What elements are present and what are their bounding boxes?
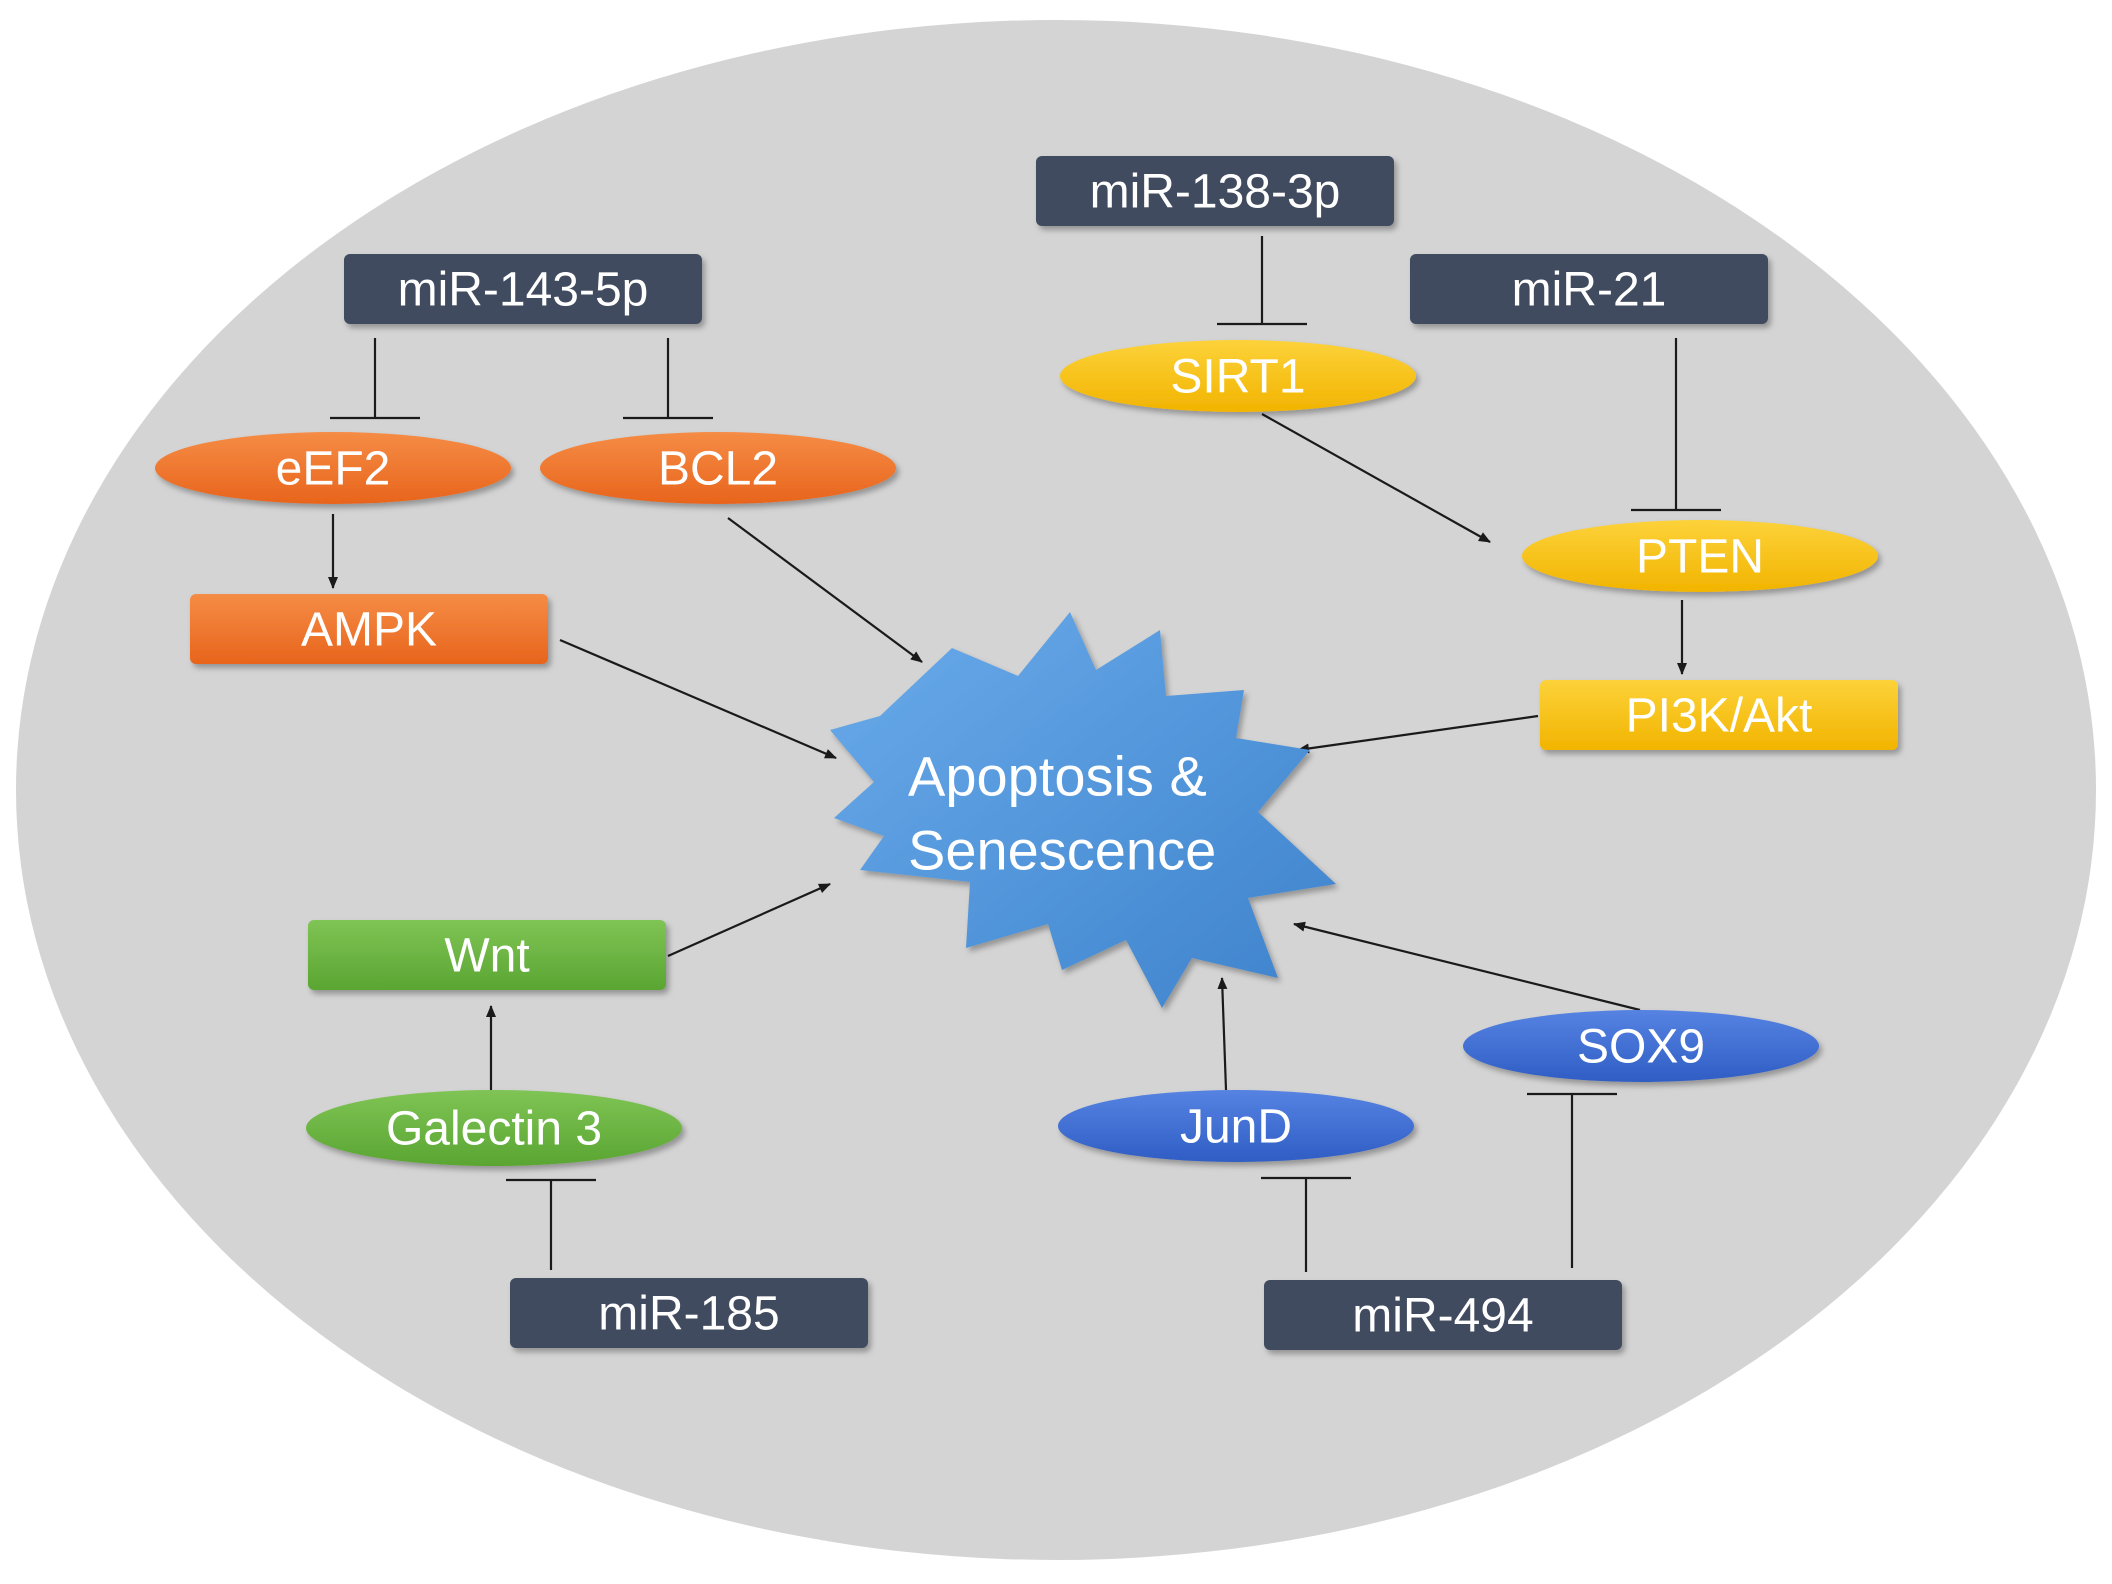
- node-mir-143-5p[interactable]: miR-143-5p: [344, 254, 702, 324]
- node-mir-185-label: miR-185: [598, 1288, 779, 1341]
- node-mir-494[interactable]: miR-494: [1264, 1280, 1622, 1350]
- node-mir-21-label: miR-21: [1512, 264, 1667, 317]
- node-jund[interactable]: JunD: [1058, 1090, 1414, 1162]
- node-galectin-3[interactable]: Galectin 3: [306, 1090, 682, 1166]
- node-pi3k-akt[interactable]: PI3K/Akt: [1540, 680, 1898, 750]
- node-galectin-3-label: Galectin 3: [386, 1103, 602, 1156]
- node-bcl2[interactable]: BCL2: [540, 432, 896, 504]
- edge-wnt-center: [667, 882, 831, 958]
- node-pten-label: PTEN: [1636, 531, 1764, 584]
- edge-sox9-center: [1293, 921, 1641, 1012]
- edge-bcl2-center: [727, 517, 923, 663]
- node-mir-138-3p[interactable]: miR-138-3p: [1036, 156, 1394, 226]
- edge-sirt1-pten: [1261, 413, 1491, 543]
- node-sirt1-label: SIRT1: [1170, 351, 1305, 404]
- node-sox9[interactable]: SOX9: [1463, 1010, 1819, 1082]
- node-ampk[interactable]: AMPK: [190, 594, 548, 664]
- node-mir-138-3p-label: miR-138-3p: [1090, 166, 1341, 219]
- edge-jund-center: [1217, 977, 1228, 1091]
- center-node[interactable]: Apoptosis & Senescence: [830, 612, 1336, 1008]
- edges: [328, 236, 1721, 1272]
- center-label-line2: Senescence: [908, 819, 1216, 882]
- node-ampk-label: AMPK: [301, 604, 437, 657]
- node-bcl2-label: BCL2: [658, 443, 778, 496]
- edge-ampk-center: [559, 638, 837, 760]
- node-jund-label: JunD: [1180, 1101, 1292, 1154]
- green-pathway-nodes: Wnt Galectin 3: [306, 920, 682, 1166]
- node-mir-143-5p-label: miR-143-5p: [398, 264, 649, 317]
- node-mir-185[interactable]: miR-185: [510, 1278, 868, 1348]
- blue-pathway-nodes: JunD SOX9: [1058, 1010, 1819, 1162]
- orange-pathway-nodes: eEF2 BCL2 AMPK: [155, 432, 896, 664]
- node-pi3k-akt-label: PI3K/Akt: [1626, 690, 1813, 743]
- node-pten[interactable]: PTEN: [1522, 520, 1878, 592]
- node-sox9-label: SOX9: [1577, 1021, 1705, 1074]
- yellow-pathway-nodes: SIRT1 PTEN PI3K/Akt: [1060, 340, 1898, 750]
- node-wnt-label: Wnt: [444, 930, 529, 983]
- center-starburst-shape: [830, 612, 1336, 1008]
- node-mir-494-label: miR-494: [1352, 1290, 1533, 1343]
- node-mir-21[interactable]: miR-21: [1410, 254, 1768, 324]
- node-wnt[interactable]: Wnt: [308, 920, 666, 990]
- node-sirt1[interactable]: SIRT1: [1060, 340, 1416, 412]
- mirna-nodes: miR-143-5p miR-138-3p miR-21 miR-185 miR…: [344, 156, 1768, 1350]
- node-eef2-label: eEF2: [276, 443, 391, 496]
- edge-pi3k-center: [1297, 714, 1539, 754]
- center-label-line1: Apoptosis &: [908, 745, 1207, 808]
- node-eef2[interactable]: eEF2: [155, 432, 511, 504]
